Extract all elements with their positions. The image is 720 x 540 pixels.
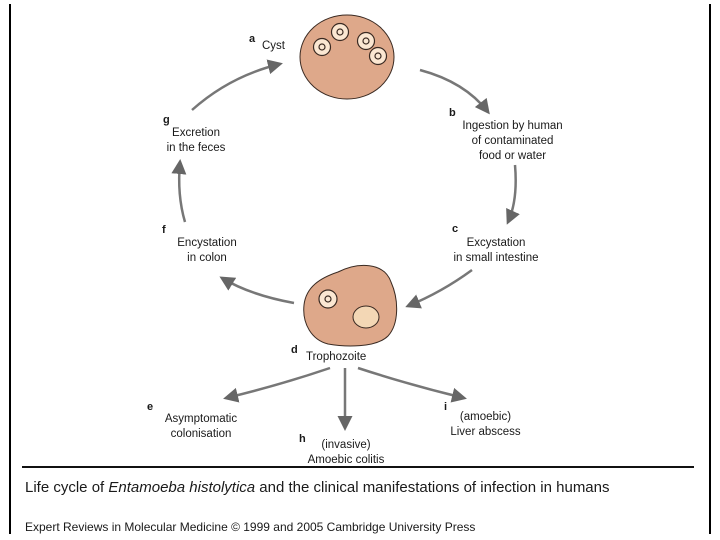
stage-letter-e: e (147, 401, 154, 413)
arrow-trophozoite-to-asymptomatic (223, 366, 331, 403)
caption-divider (22, 466, 694, 468)
cyst-illustration (299, 14, 395, 100)
arrow-cyst-to-ingestion (419, 68, 490, 115)
asymptomatic-line-2: colonisation (170, 428, 232, 440)
stage-letter-h: h (299, 433, 306, 445)
ingestion-line-3: food or water (478, 150, 547, 162)
arrow-encystation-to-excretion (171, 159, 187, 223)
asymptomatic-label: Asymptomatic colonisation (152, 412, 250, 442)
slide-frame (9, 4, 711, 534)
stage-letter-f: f (162, 224, 166, 236)
stage-letter-g: g (163, 114, 170, 126)
colitis-label: (invasive) Amoebic colitis (296, 438, 396, 468)
stage-letter-d: d (291, 344, 298, 356)
arrow-trophozoite-to-encystation (219, 276, 295, 305)
liver-abscess-line-1: (amoebic) (459, 411, 512, 423)
colitis-line-1: (invasive) (321, 439, 371, 451)
figure-caption: Life cycle of Entamoeba histolytica and … (25, 479, 705, 496)
copyright-credit: Expert Reviews in Molecular Medicine © 1… (25, 520, 476, 534)
liver-abscess-line-2: Liver abscess (450, 426, 521, 438)
stage-letter-i: i (444, 401, 448, 413)
encystation-line-2: in colon (187, 252, 227, 264)
ingestion-line-1: Ingestion by human (462, 120, 563, 132)
caption-species: Entamoeba histolytica (108, 479, 256, 496)
excystation-line-2: in small intestine (453, 252, 539, 264)
arrow-excretion-to-cyst (191, 59, 283, 111)
asymptomatic-line-1: Asymptomatic (164, 413, 238, 425)
ingestion-line-2: of contaminated (471, 135, 554, 147)
life-cycle-diagram (171, 14, 520, 431)
encystation-label: Encystation in colon (162, 236, 252, 266)
cyst-label: Cyst (262, 40, 285, 52)
trophozoite-label: Trophozoite (306, 351, 367, 363)
colitis-line-2: Amoebic colitis (307, 454, 385, 466)
arrow-trophozoite-to-liver (357, 366, 467, 403)
liver-abscess-label: (amoebic) Liver abscess (438, 410, 533, 440)
stage-letter-b: b (449, 107, 456, 119)
excretion-label: Excretion in the feces (156, 126, 236, 156)
stage-letter-c: c (452, 223, 459, 235)
arrow-excystation-to-trophozoite (405, 268, 473, 309)
excystation-line-1: Excystation (466, 237, 526, 249)
excretion-line-1: Excretion (172, 127, 220, 139)
stage-letter-a: a (249, 33, 256, 45)
excretion-line-2: in the feces (166, 142, 226, 154)
encystation-line-1: Encystation (177, 237, 237, 249)
trophozoite-illustration (303, 264, 398, 347)
caption-prefix: Life cycle of (25, 479, 109, 496)
ingestion-label: Ingestion by human of contaminated food … (445, 119, 580, 164)
caption-suffix: and the clinical manifestations of infec… (255, 479, 610, 496)
arrow-ingestion-to-excystation (506, 164, 520, 225)
excystation-label: Excystation in small intestine (436, 236, 556, 266)
